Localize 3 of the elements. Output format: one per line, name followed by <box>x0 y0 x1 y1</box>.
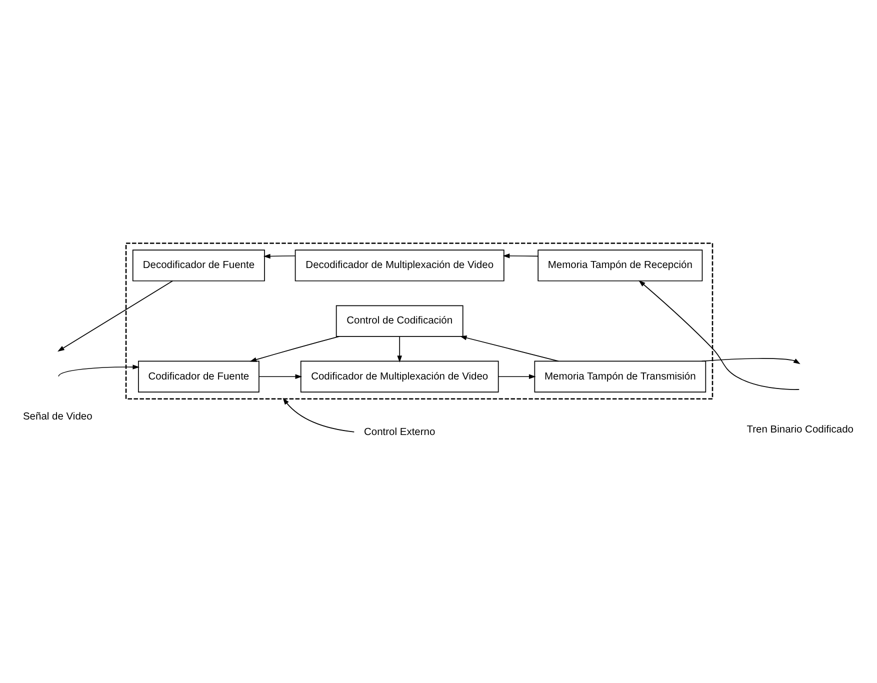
node-text: Control Externo <box>364 426 436 438</box>
label: Señal de Video <box>22 410 92 422</box>
label: Tren Binario Codificado <box>746 424 854 435</box>
